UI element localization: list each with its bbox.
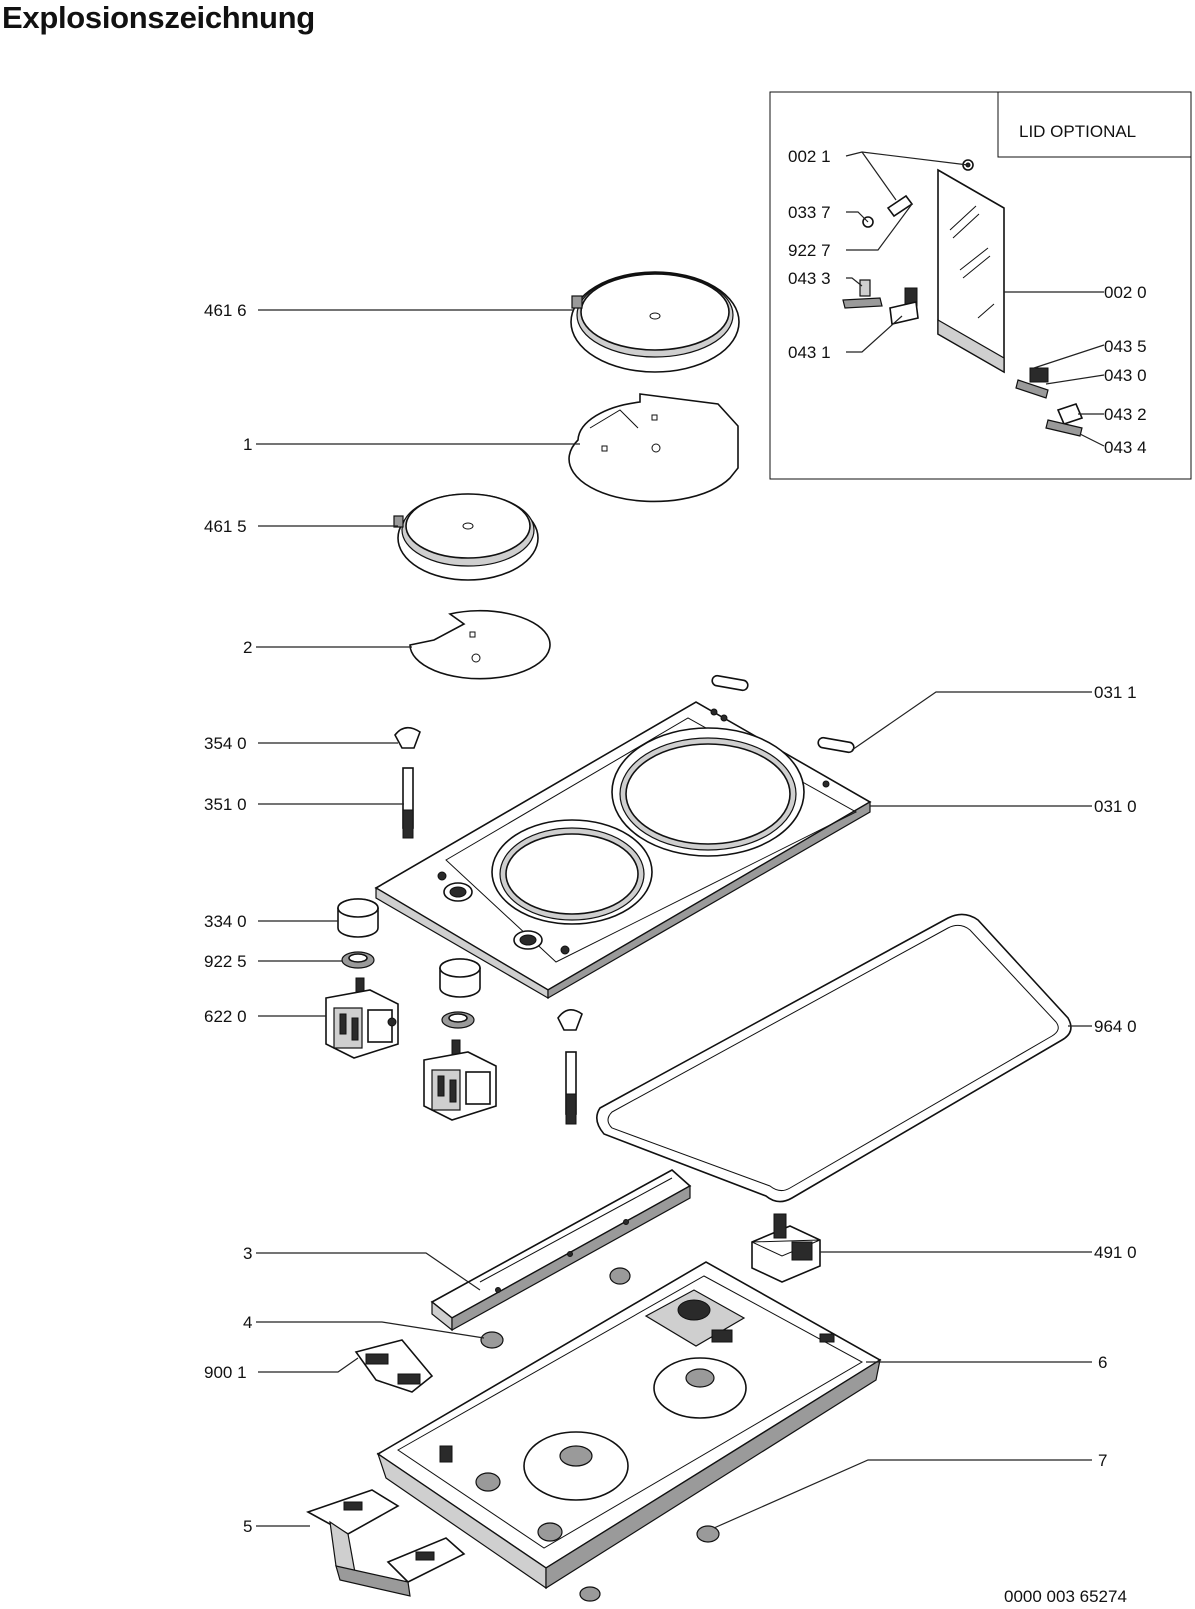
label-002-1: 002 1 <box>788 147 831 166</box>
drawing-number: 0000 003 65274 <box>1004 1587 1127 1606</box>
reflector-plate-1-part <box>568 393 739 503</box>
label-043-1: 043 1 <box>788 343 831 362</box>
label-922-5: 922 5 <box>204 952 247 971</box>
label-351-0: 351 0 <box>204 795 247 814</box>
label-031-0: 031 0 <box>1094 797 1137 816</box>
label-1: 1 <box>243 435 252 454</box>
label-7: 7 <box>1098 1451 1107 1470</box>
foot-bottom-part <box>579 1586 601 1602</box>
label-043-5: 043 5 <box>1104 337 1147 356</box>
leader-lines <box>256 309 1092 1529</box>
terminal-block-491-part <box>751 1213 821 1283</box>
label-964-0: 964 0 <box>1094 1017 1137 1036</box>
mounting-rail-3-part <box>430 1169 692 1332</box>
label-043-4: 043 4 <box>1104 438 1147 457</box>
label-6: 6 <box>1098 1353 1107 1372</box>
knob-334-second-part <box>423 958 497 1121</box>
label-5: 5 <box>243 1517 252 1536</box>
energy-regulator-622-part <box>325 977 399 1059</box>
label-491-0: 491 0 <box>1094 1243 1137 1262</box>
seal-ring-922-part <box>341 951 375 969</box>
label-043-0: 043 0 <box>1104 366 1147 385</box>
label-031-1: 031 1 <box>1094 683 1137 702</box>
label-043-3: 043 3 <box>788 269 831 288</box>
label-900-1: 900 1 <box>204 1363 247 1382</box>
hotplate-small-part <box>393 493 539 581</box>
knob-334-part <box>337 898 379 938</box>
inset-title: LID OPTIONAL <box>1019 122 1136 141</box>
label-334-0: 334 0 <box>204 912 247 931</box>
label-3: 3 <box>243 1244 252 1263</box>
lid-optional-inset: LID OPTIONAL <box>769 91 1192 480</box>
clip-900-part <box>354 1339 434 1393</box>
label-461-5: 461 5 <box>204 517 247 536</box>
label-922-7: 922 7 <box>788 241 831 260</box>
label-354-0: 354 0 <box>204 734 247 753</box>
gasket-964-part <box>596 913 1072 1203</box>
reflector-plate-2-part <box>409 609 551 680</box>
foot-4-part <box>480 1331 504 1349</box>
label-622-0: 622 0 <box>204 1007 247 1026</box>
bracket-5-part <box>306 1489 466 1597</box>
glass-lid-part <box>937 168 1005 374</box>
label-002-0: 002 0 <box>1104 283 1147 302</box>
label-2: 2 <box>243 638 252 657</box>
label-4: 4 <box>243 1313 252 1332</box>
foot-7-part <box>696 1525 720 1543</box>
knob-cap-354-part <box>394 726 421 749</box>
label-461-6: 461 6 <box>204 301 247 320</box>
shaft-351-part <box>402 767 414 839</box>
bottom-tray-6-part <box>376 1261 882 1590</box>
label-043-2: 043 2 <box>1104 405 1147 424</box>
hotplate-large-part <box>570 271 740 373</box>
label-033-7: 033 7 <box>788 203 831 222</box>
ceramic-hob-top-part <box>374 701 872 1000</box>
page-title: Explosionszeichnung <box>2 0 315 35</box>
